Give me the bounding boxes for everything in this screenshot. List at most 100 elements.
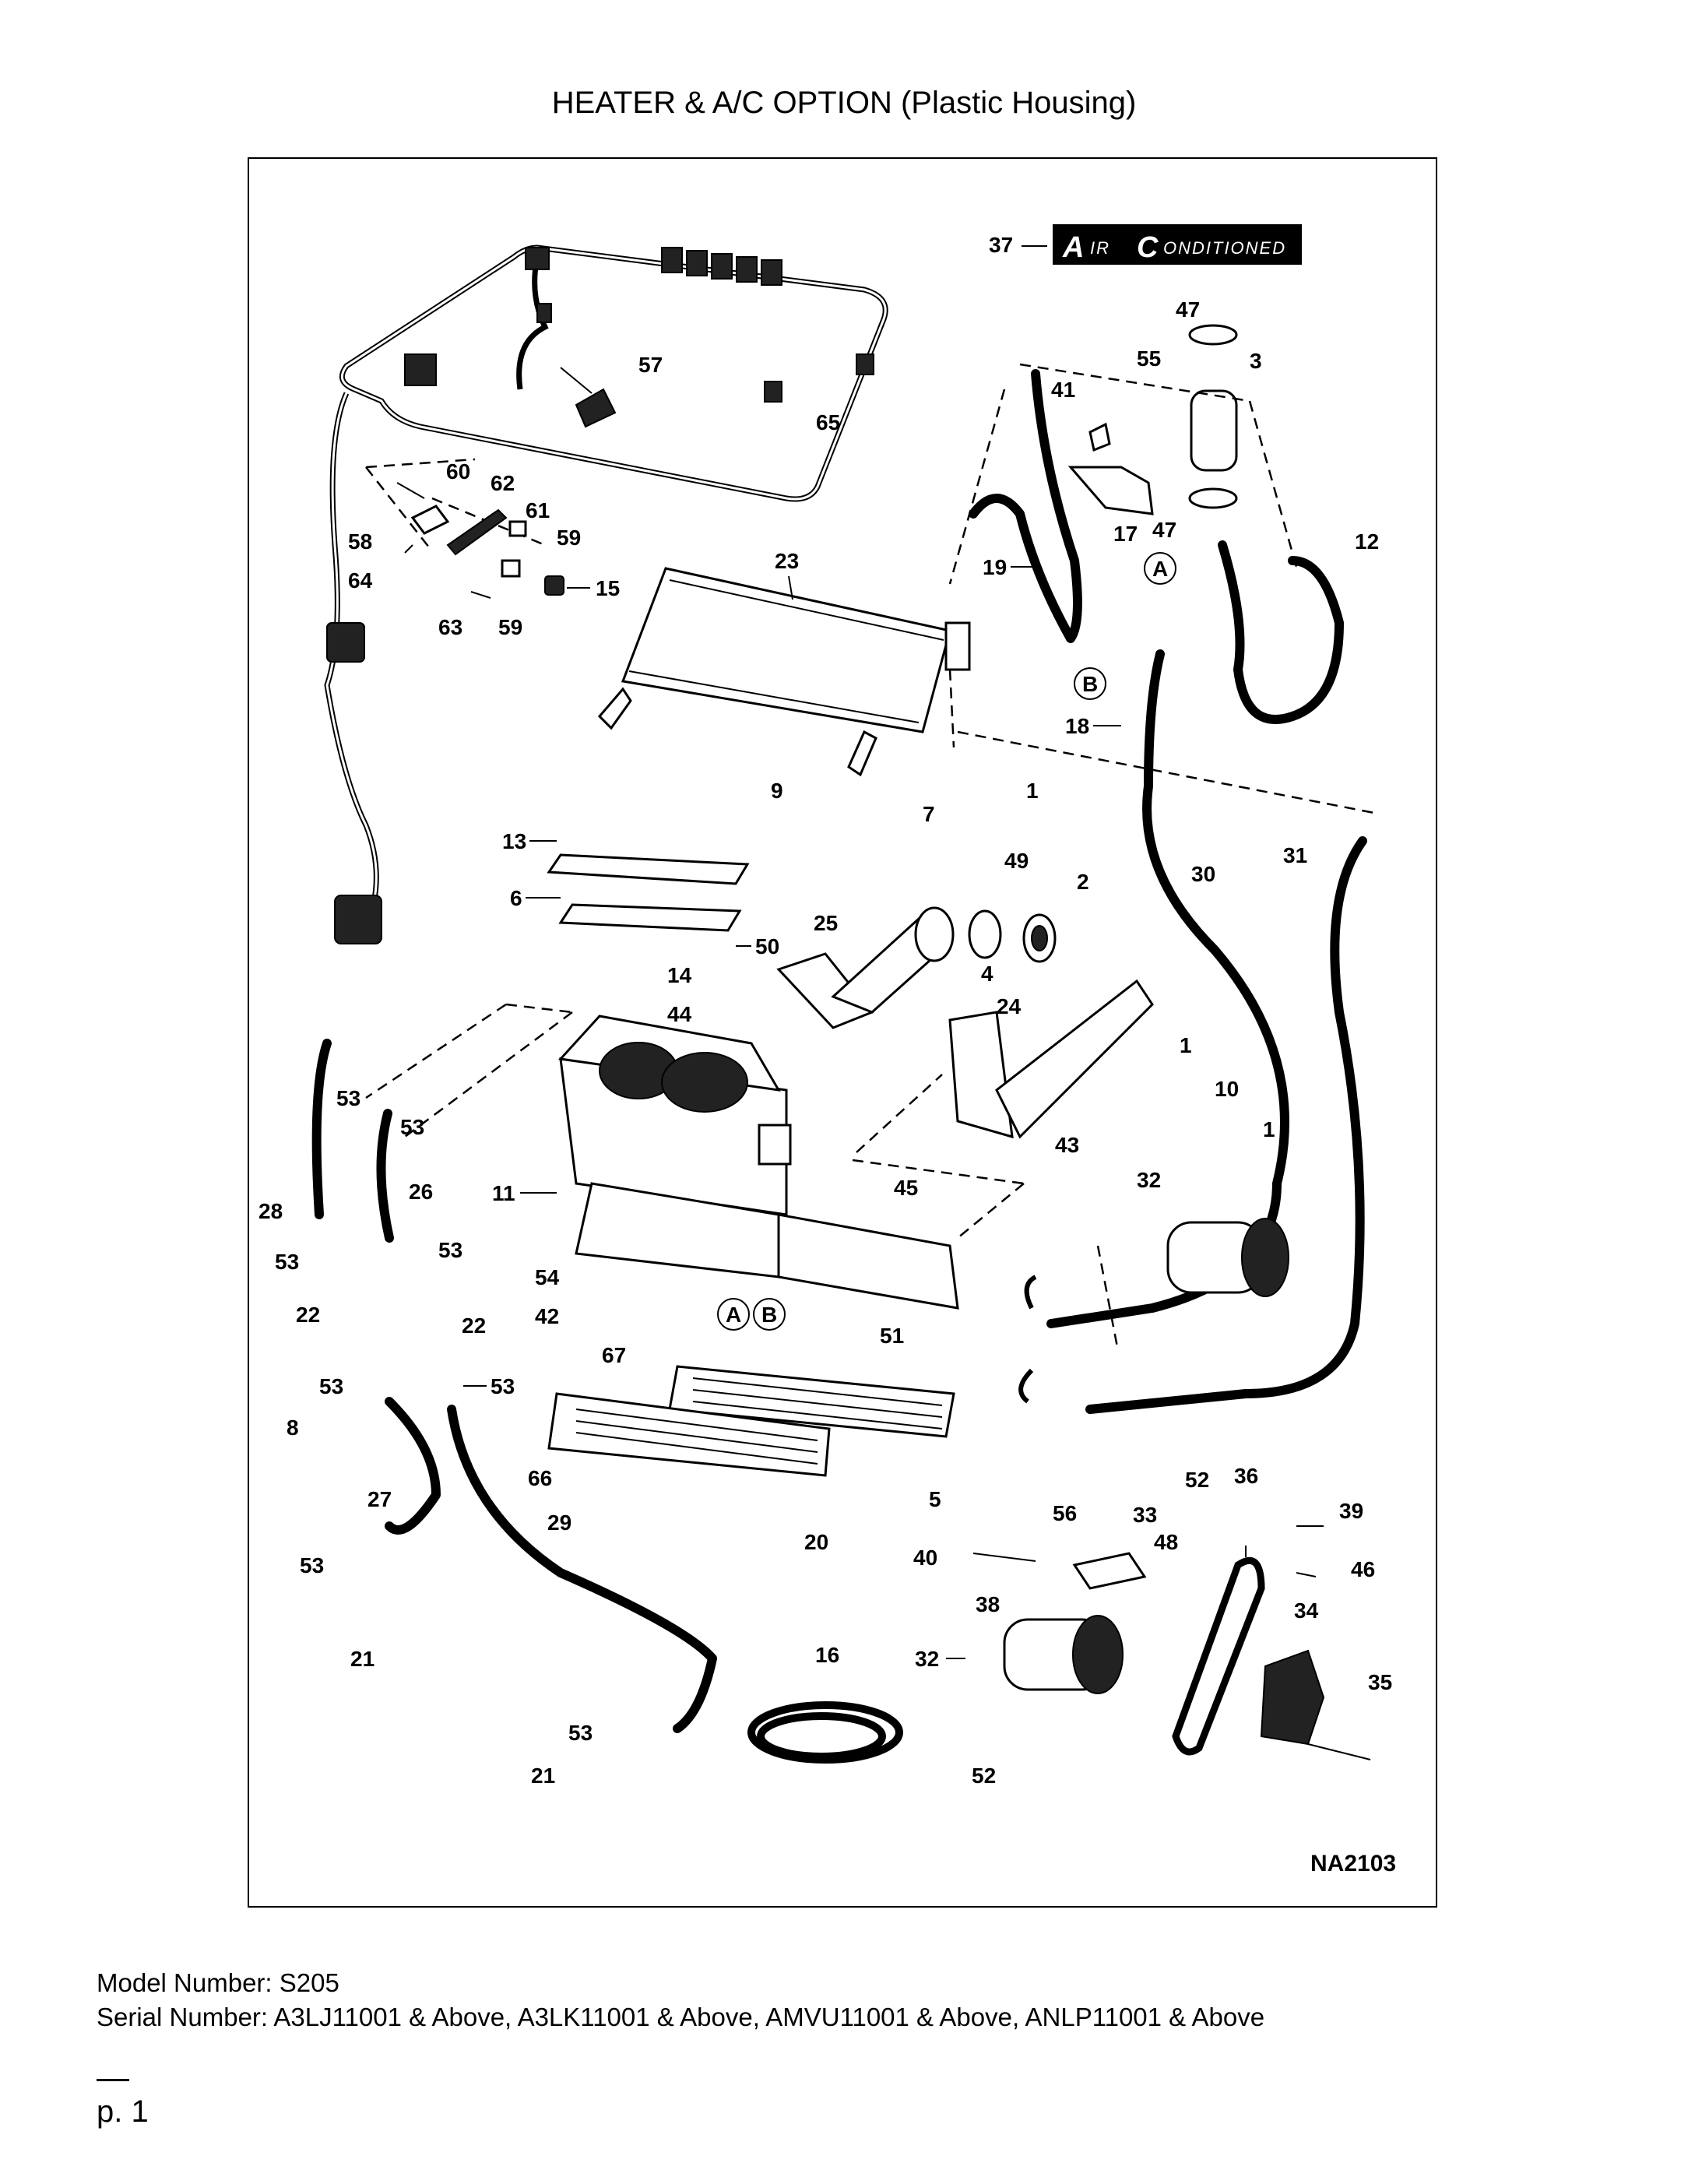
- callout-40: 40: [913, 1546, 937, 1570]
- callout-46: 46: [1351, 1557, 1375, 1581]
- callout-39: 39: [1339, 1499, 1363, 1523]
- callout-53-d: 53: [438, 1238, 462, 1262]
- callout-44: 44: [667, 1002, 692, 1026]
- callout-32-bottom: 32: [915, 1647, 939, 1671]
- callout-17: 17: [1113, 522, 1138, 546]
- part-callouts: 47 55 3 41 57 65 60 62 61 59 58 64 15 63…: [258, 297, 1396, 1876]
- callout-8: 8: [287, 1416, 299, 1440]
- page-rule: [97, 2079, 129, 2081]
- vents-filters-drawing: [547, 853, 955, 1477]
- air-ducts-drawing: [776, 906, 1154, 1139]
- callout-1-low: 1: [1263, 1117, 1275, 1141]
- connection-markers: A B A B: [717, 552, 1176, 1331]
- badge-letter-a: A: [1062, 231, 1084, 264]
- belt-guard-drawing: [1172, 1556, 1371, 1760]
- refrigerant-hoses-drawing: [311, 369, 1367, 1764]
- callout-47-mid: 47: [1152, 518, 1176, 542]
- callout-53-b: 53: [400, 1115, 424, 1139]
- callout-53-f: 53: [491, 1374, 515, 1398]
- callout-53-e: 53: [319, 1374, 343, 1398]
- callout-22-right: 22: [462, 1314, 486, 1338]
- callout-22-left: 22: [296, 1303, 320, 1327]
- callout-63: 63: [438, 615, 462, 639]
- badge-letter-c: C: [1137, 231, 1159, 264]
- callout-31: 31: [1283, 843, 1307, 867]
- callout-4: 4: [981, 962, 993, 986]
- callout-47-top: 47: [1176, 297, 1200, 322]
- callout-27: 27: [367, 1487, 392, 1511]
- callout-19: 19: [983, 555, 1007, 579]
- callout-7: 7: [923, 802, 935, 826]
- callout-32-top: 32: [1137, 1168, 1161, 1192]
- dashed-leaders-drawing: [365, 730, 1379, 1348]
- condenser-drawing: [597, 567, 971, 777]
- marker-a-upper: A: [1152, 557, 1168, 581]
- callout-26: 26: [409, 1180, 433, 1204]
- callout-58: 58: [348, 529, 372, 554]
- callout-2: 2: [1077, 870, 1089, 894]
- callout-29: 29: [547, 1511, 571, 1535]
- marker-a-lower: A: [726, 1303, 741, 1327]
- model-number: Model Number: S205: [97, 1968, 339, 1997]
- callout-21-bottom: 21: [531, 1764, 555, 1788]
- callout-61: 61: [526, 498, 550, 522]
- callout-16: 16: [815, 1643, 839, 1667]
- callout-59-bottom: 59: [498, 615, 522, 639]
- callout-11: 11: [492, 1181, 515, 1205]
- callout-1-mid: 1: [1180, 1033, 1192, 1057]
- callout-25: 25: [814, 911, 838, 935]
- callout-54: 54: [535, 1265, 560, 1289]
- callout-21-top: 21: [350, 1647, 375, 1671]
- callout-45: 45: [894, 1176, 918, 1200]
- callout-23: 23: [775, 549, 799, 573]
- callout-66: 66: [528, 1466, 552, 1490]
- callout-14: 14: [667, 963, 692, 987]
- callout-67: 67: [602, 1343, 626, 1367]
- callout-43: 43: [1055, 1133, 1079, 1157]
- callout-9: 9: [771, 779, 783, 803]
- callout-51: 51: [880, 1324, 904, 1348]
- callout-52-top: 52: [1185, 1468, 1209, 1492]
- marker-b-upper: B: [1082, 672, 1098, 696]
- marker-b-lower: B: [761, 1303, 777, 1327]
- callout-50: 50: [755, 934, 779, 958]
- callout-20: 20: [804, 1530, 828, 1554]
- callout-6: 6: [510, 886, 522, 910]
- heater-housing-drawing: [557, 1015, 959, 1310]
- callout-53-g: 53: [300, 1553, 324, 1577]
- callout-52-bottom: 52: [972, 1764, 996, 1788]
- receiver-drier-drawing: [948, 324, 1298, 585]
- callout-56: 56: [1053, 1501, 1077, 1525]
- callout-5: 5: [929, 1487, 941, 1511]
- callout-30: 30: [1191, 862, 1215, 886]
- callout-57: 57: [638, 353, 663, 377]
- callout-34: 34: [1294, 1598, 1319, 1623]
- callout-60: 60: [446, 459, 470, 484]
- callout-35: 35: [1368, 1670, 1392, 1694]
- callout-53-a: 53: [336, 1086, 360, 1110]
- callout-49: 49: [1004, 849, 1029, 873]
- callout-64: 64: [348, 568, 373, 593]
- callout-42: 42: [535, 1304, 559, 1328]
- callout-18: 18: [1065, 714, 1089, 738]
- compressor-drawing: [972, 1218, 1324, 1694]
- badge-text-ir: IR: [1090, 238, 1110, 258]
- diagram-frame: [248, 157, 1437, 1908]
- callout-59-top: 59: [557, 526, 581, 550]
- badge-text-onditioned: ONDITIONED: [1163, 238, 1286, 258]
- page-title: HEATER & A/C OPTION (Plastic Housing): [551, 86, 1137, 120]
- serial-number: Serial Number: A3LJ11001 & Above, A3LK11…: [97, 2003, 1265, 2031]
- callout-38: 38: [976, 1592, 1000, 1616]
- callout-55: 55: [1137, 346, 1161, 371]
- callout-1-top: 1: [1026, 779, 1039, 803]
- callout-15: 15: [596, 576, 620, 600]
- callout-53-c: 53: [275, 1250, 299, 1274]
- callout-41: 41: [1051, 378, 1075, 402]
- page-number: p. 1: [97, 2094, 149, 2129]
- wire-harness-drawing: [324, 244, 888, 944]
- callout-12: 12: [1355, 529, 1379, 554]
- callout-13: 13: [502, 829, 526, 853]
- callout-62: 62: [491, 471, 515, 495]
- callout-28: 28: [258, 1199, 283, 1223]
